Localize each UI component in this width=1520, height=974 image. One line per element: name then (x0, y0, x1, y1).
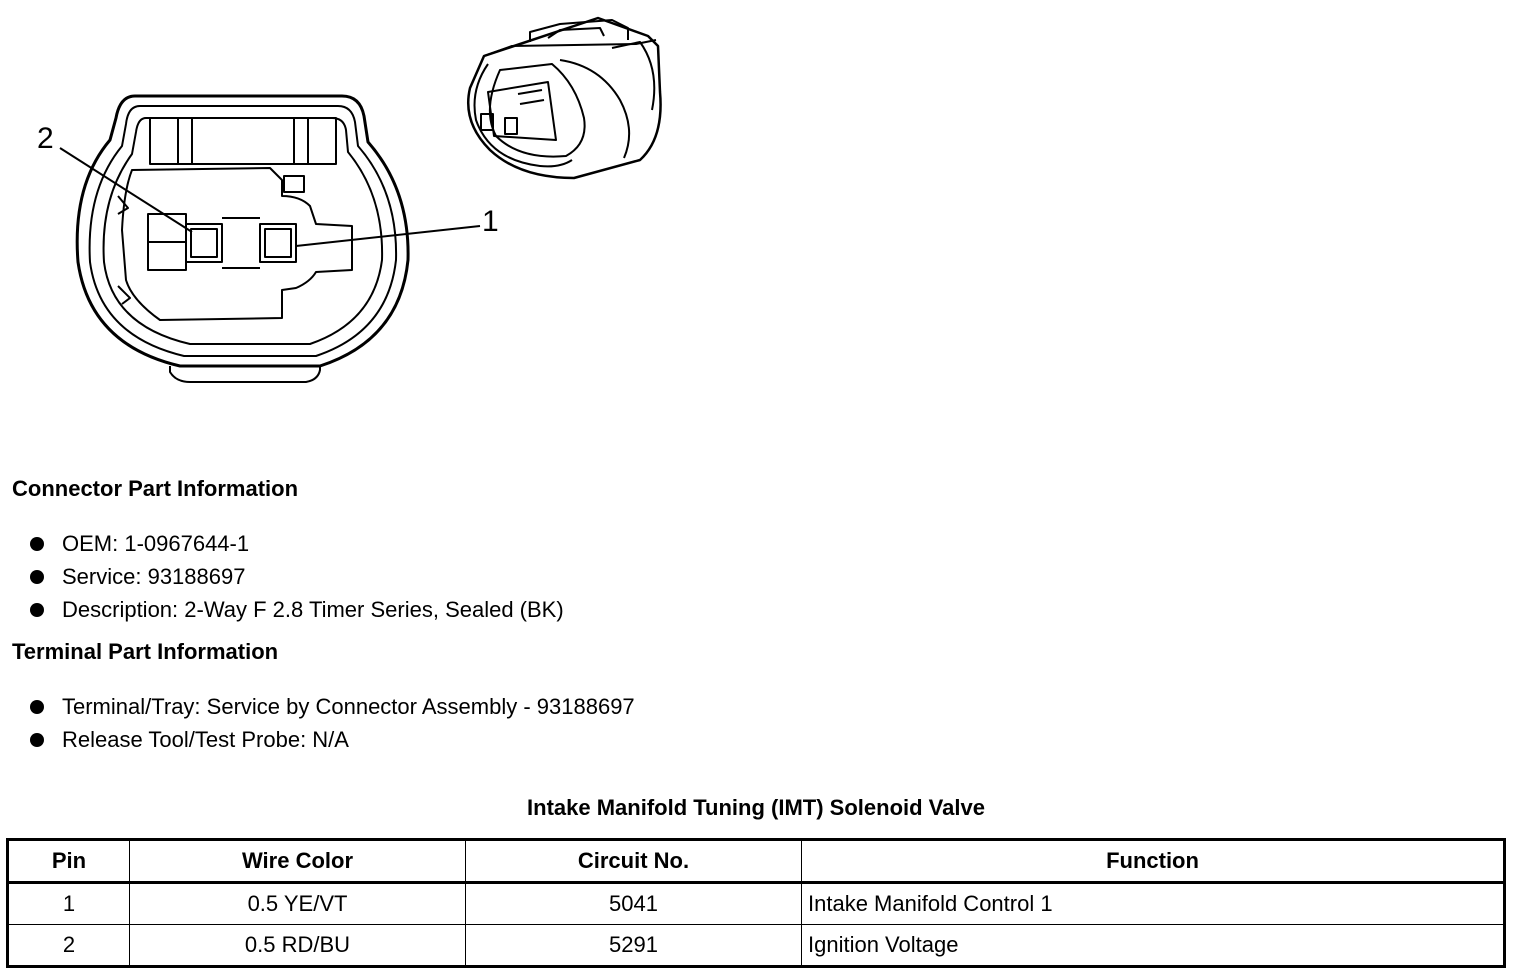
header-pin: Pin (7, 839, 130, 883)
callout-pin-1: 1 (482, 205, 499, 238)
bullet-icon (30, 537, 44, 551)
table-row: 1 0.5 YE/VT 5041 Intake Manifold Control… (7, 882, 1505, 925)
connector-diagram (59, 16, 662, 383)
cell-function: Intake Manifold Control 1 (801, 882, 1505, 925)
pin-table-title: Intake Manifold Tuning (IMT) Solenoid Va… (527, 795, 985, 820)
cell-pin: 2 (7, 924, 130, 967)
terminal-info-list: Terminal/Tray: Service by Connector Asse… (28, 690, 635, 756)
list-item: Description: 2-Way F 2.8 Timer Series, S… (28, 593, 564, 626)
bullet-icon (30, 603, 44, 617)
list-item: Terminal/Tray: Service by Connector Asse… (28, 690, 635, 723)
cell-pin: 1 (7, 882, 130, 925)
cell-function: Ignition Voltage (801, 924, 1505, 967)
terminal-info-heading: Terminal Part Information (12, 639, 279, 664)
bullet-icon (30, 570, 44, 584)
list-item: OEM: 1-0967644-1 (28, 527, 564, 560)
bullet-icon (30, 733, 44, 747)
cell-wire-color: 0.5 RD/BU (129, 924, 466, 967)
bullet-icon (30, 700, 44, 714)
header-circuit-no: Circuit No. (465, 839, 802, 883)
callout-pin-2: 2 (37, 122, 54, 155)
cell-circuit-no: 5291 (465, 924, 802, 967)
connector-face-view (59, 94, 481, 383)
table-row: 2 0.5 RD/BU 5291 Ignition Voltage (7, 924, 1505, 967)
header-wire-color: Wire Color (129, 839, 466, 883)
connector-3d-view (466, 16, 662, 180)
cell-wire-color: 0.5 YE/VT (129, 882, 466, 925)
list-item: Service: 93188697 (28, 560, 564, 593)
cell-circuit-no: 5041 (465, 882, 802, 925)
list-item: Release Tool/Test Probe: N/A (28, 723, 635, 756)
pin-table: Pin Wire Color Circuit No. Function 1 0.… (6, 838, 1506, 968)
connector-info-heading: Connector Part Information (12, 476, 299, 501)
connector-info-list: OEM: 1-0967644-1 Service: 93188697 Descr… (28, 527, 564, 626)
table-header-row: Pin Wire Color Circuit No. Function (7, 839, 1505, 883)
header-function: Function (801, 839, 1505, 883)
